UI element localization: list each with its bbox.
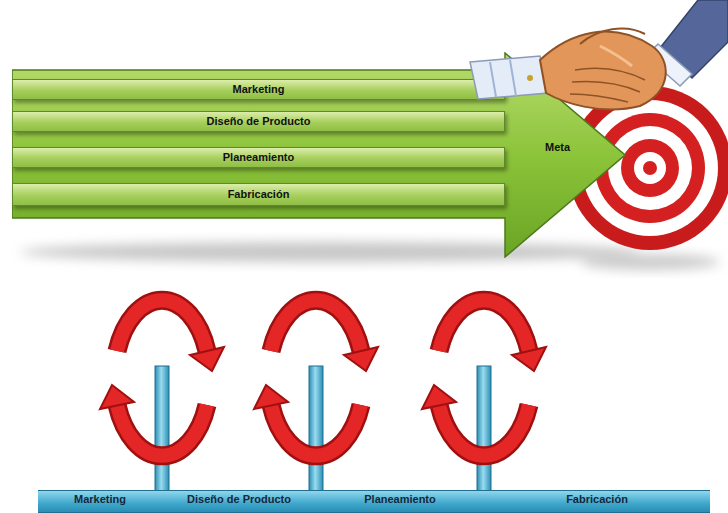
process-band: Marketing (12, 79, 505, 100)
stage-label: Diseño de Producto (207, 115, 311, 128)
arrow-outline (12, 53, 625, 257)
drop-shadow (20, 242, 640, 262)
stage-segment: Marketing (38, 490, 162, 513)
stage-segment: Diseño de Producto (162, 490, 316, 513)
stage-segment: Planeamiento (316, 490, 484, 513)
stage-segment: Fabricación (484, 490, 710, 513)
process-band: Fabricación (12, 183, 505, 206)
stage-label: Planeamiento (364, 493, 436, 506)
process-band: Planeamiento (12, 147, 505, 168)
stage-label: Planeamiento (223, 151, 295, 164)
cycle-loop (100, 300, 224, 492)
stage-label: Diseño de Producto (187, 493, 291, 506)
stage-label: Fabricación (228, 188, 290, 201)
cycle-loop (254, 300, 378, 492)
stage-label: Marketing (74, 493, 126, 506)
process-band: Diseño de Producto (12, 111, 505, 132)
stage-label: Marketing (233, 83, 285, 96)
stage-label: Fabricación (566, 493, 628, 506)
cycle-loop (422, 300, 546, 492)
drop-shadow (580, 254, 720, 270)
goal-label: Meta (545, 141, 570, 154)
